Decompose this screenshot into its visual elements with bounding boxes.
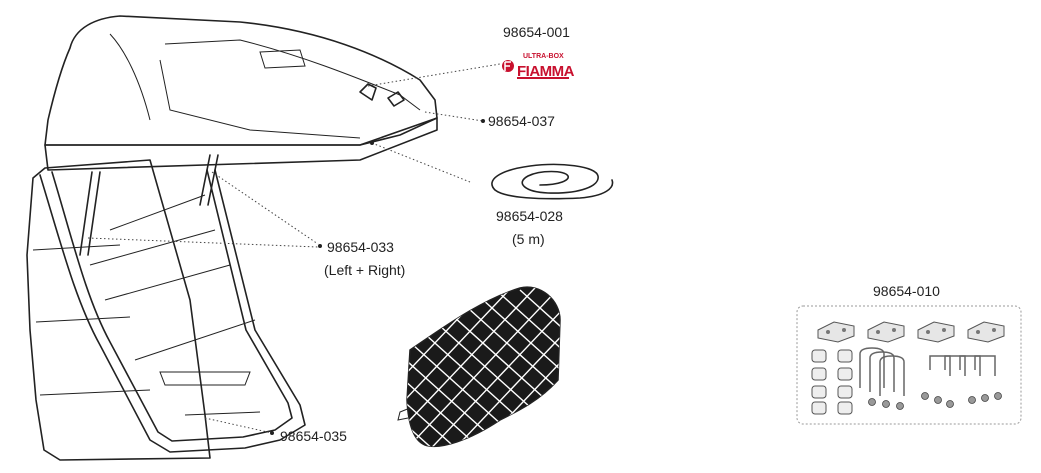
bracket-plate bbox=[817, 321, 855, 343]
clamp-block bbox=[837, 367, 853, 381]
mounting-kit-frame bbox=[796, 305, 1022, 425]
label-98654-028: 98654-028 bbox=[496, 208, 563, 224]
leader-98654-037 bbox=[424, 111, 484, 122]
label-98654-033: 98654-033 bbox=[327, 239, 394, 255]
leader-98654-001 bbox=[367, 63, 501, 87]
note-98654-033: (Left + Right) bbox=[324, 262, 405, 278]
leader-lines bbox=[87, 63, 501, 435]
fiamma-logo: ULTRA-BOX FIAMMA bbox=[502, 53, 575, 80]
bracket-plate bbox=[967, 321, 1005, 343]
l-bolt bbox=[959, 355, 981, 376]
logo-brand-text: FIAMMA bbox=[517, 63, 575, 80]
leader-98654-035 bbox=[204, 417, 273, 434]
nut bbox=[946, 400, 954, 408]
nut bbox=[981, 394, 989, 402]
nut bbox=[934, 396, 942, 404]
part-labels: 98654-001 98654-037 98654-028 (5 m) 9865… bbox=[280, 24, 940, 444]
leader-98654-033-lower bbox=[87, 237, 319, 248]
bracket-plate bbox=[917, 321, 955, 343]
clamp-block bbox=[811, 385, 827, 399]
label-98654-037: 98654-037 bbox=[488, 113, 555, 129]
l-bolt bbox=[974, 355, 996, 376]
ultrabox-assembly bbox=[26, 15, 438, 461]
label-98654-010: 98654-010 bbox=[873, 283, 940, 299]
hose-coil bbox=[491, 163, 614, 200]
bracket-plate bbox=[867, 321, 905, 343]
mounting-kit bbox=[796, 305, 1022, 425]
label-98654-035: 98654-035 bbox=[280, 428, 347, 444]
label-98654-001: 98654-001 bbox=[503, 24, 570, 40]
clamp-block bbox=[811, 349, 827, 363]
nut bbox=[968, 396, 976, 404]
nut bbox=[882, 400, 890, 408]
nut bbox=[868, 398, 876, 406]
note-98654-028: (5 m) bbox=[512, 231, 545, 247]
nut bbox=[896, 402, 904, 410]
clamp-block bbox=[837, 401, 853, 415]
l-bolt bbox=[929, 355, 951, 376]
nut bbox=[921, 392, 929, 400]
u-bolt bbox=[879, 355, 905, 396]
clamp-block bbox=[837, 385, 853, 399]
leader-98654-028 bbox=[371, 142, 471, 183]
clamp-block bbox=[811, 401, 827, 415]
logo-top-text: ULTRA-BOX bbox=[523, 53, 564, 60]
clamp-block bbox=[811, 367, 827, 381]
l-bolt bbox=[944, 355, 966, 376]
nut bbox=[994, 392, 1002, 400]
clamp-block bbox=[837, 349, 853, 363]
net-mat bbox=[397, 286, 561, 447]
leader-98654-033-upper bbox=[211, 171, 319, 245]
